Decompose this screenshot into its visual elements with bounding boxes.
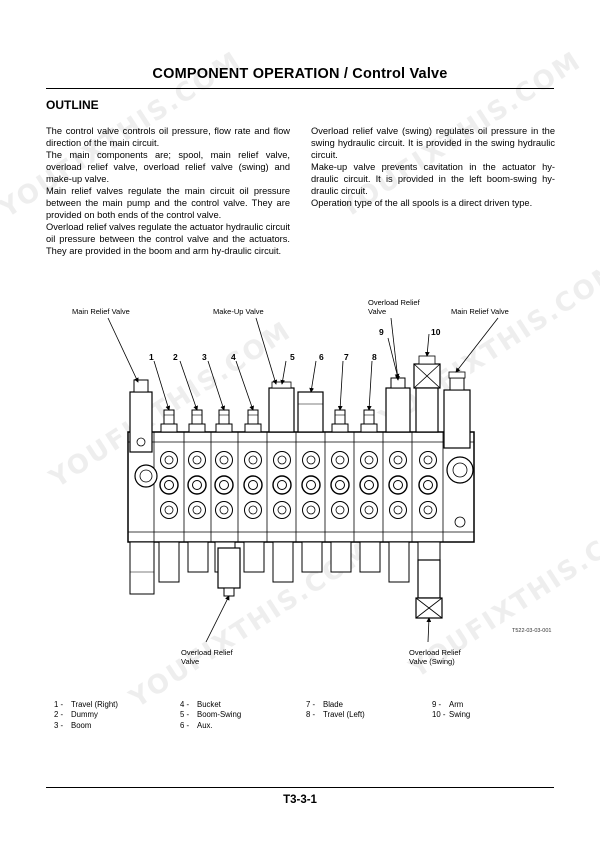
callout-line: Overload Relief [368, 298, 420, 307]
callout-line: Valve [181, 657, 200, 666]
callout-line: Valve (Swing) [409, 657, 455, 666]
paragraph: The main components are; spool, main rel… [46, 150, 290, 184]
item-number: 2 [173, 352, 178, 362]
callout-overload-relief-top: Overload Relief Valve [368, 298, 420, 316]
legend-column: 7 - Blade 8 - Travel (Left) [306, 700, 365, 721]
legend-label: Boom-Swing [197, 710, 242, 720]
legend-number: 1 - [54, 700, 64, 709]
legend-label: Travel (Right) [71, 700, 118, 709]
footer-rule [46, 787, 554, 788]
item-number: 10 [431, 327, 441, 337]
paragraph: Overload relief valves regulate the actu… [46, 222, 290, 256]
item-number: 3 [202, 352, 207, 362]
item-number: 1 [149, 352, 154, 362]
legend-item: 5 - Boom-Swing [180, 710, 241, 720]
control-valve-drawing [107, 317, 499, 643]
legend-label: Aux. [197, 720, 213, 730]
legend-label: Arm [449, 700, 464, 709]
legend-item: 10 -Swing [432, 710, 470, 720]
legend-column: 9 - Arm 10 -Swing [432, 700, 470, 721]
page-number: T3-3-1 [283, 794, 317, 806]
callout-main-relief-left: Main Relief Valve [72, 307, 130, 316]
paragraph: The control valve controls oil pressure,… [46, 126, 290, 148]
item-number: 5 [290, 352, 295, 362]
callout-line: Valve [368, 307, 387, 316]
body-right-column: Overload relief valve (swing) regulates … [311, 125, 555, 209]
callout-overload-relief-swing: Overload Relief Valve (Swing) [409, 648, 461, 666]
page-title: COMPONENT OPERATION / Control Valve [152, 66, 448, 82]
callout-make-up-valve: Make-Up Valve [213, 307, 264, 316]
legend-label: Swing [449, 710, 471, 720]
legend-item: 1 - Travel (Right) [54, 700, 118, 710]
item-number: 8 [372, 352, 377, 362]
figure-code: T522-03-03-001 [512, 628, 552, 634]
legend-label: Boom [71, 720, 92, 730]
callout-overload-relief-bottom: Overload Relief Valve [181, 648, 233, 666]
legend-item: 2 - Dummy [54, 710, 118, 720]
item-number: 4 [231, 352, 236, 362]
legend-label: Dummy [71, 710, 98, 720]
callout-main-relief-right: Main Relief Valve [451, 307, 509, 316]
legend-number: 8 - [306, 710, 316, 720]
legend-number: 5 - [180, 710, 190, 720]
item-number: 9 [379, 327, 384, 337]
legend-item: 6 - Aux. [180, 721, 241, 731]
paragraph: Overload relief valve (swing) regulates … [311, 126, 555, 160]
callout-line: Overload Relief [409, 648, 461, 657]
legend-item: 9 - Arm [432, 700, 470, 710]
legend-column: 1 - Travel (Right) 2 - Dummy 3 - Boom [54, 700, 118, 731]
paragraph: Operation type of the all spools is a di… [311, 198, 533, 208]
legend-number: 6 - [180, 720, 190, 730]
body-left-column: The control valve controls oil pressure,… [46, 125, 290, 257]
legend-item: 4 - Bucket [180, 700, 241, 710]
legend-label: Bucket [197, 700, 221, 709]
paragraph: Make-up valve prevents cavitation in the… [311, 162, 555, 196]
legend-item: 8 - Travel (Left) [306, 710, 365, 720]
legend-number: 7 - [306, 700, 316, 709]
legend-number: 9 - [432, 700, 442, 709]
legend-label: Blade [323, 700, 343, 709]
header-rule [46, 88, 554, 89]
legend-item: 7 - Blade [306, 700, 365, 710]
legend-number: 10 - [432, 710, 446, 720]
legend-column: 4 - Bucket 5 - Boom-Swing 6 - Aux. [180, 700, 241, 731]
item-number: 7 [344, 352, 349, 362]
legend-number: 2 - [54, 710, 64, 720]
legend-number: 3 - [54, 720, 64, 730]
section-title: OUTLINE [46, 98, 99, 112]
control-valve-figure: Main Relief Valve Make-Up Valve Overload… [46, 292, 560, 678]
legend-number: 4 - [180, 700, 190, 709]
paragraph: Main relief valves regulate the main cir… [46, 186, 290, 220]
legend-label: Travel (Left) [323, 710, 365, 720]
legend-item: 3 - Boom [54, 721, 118, 731]
callout-line: Overload Relief [181, 648, 233, 657]
item-number: 6 [319, 352, 324, 362]
